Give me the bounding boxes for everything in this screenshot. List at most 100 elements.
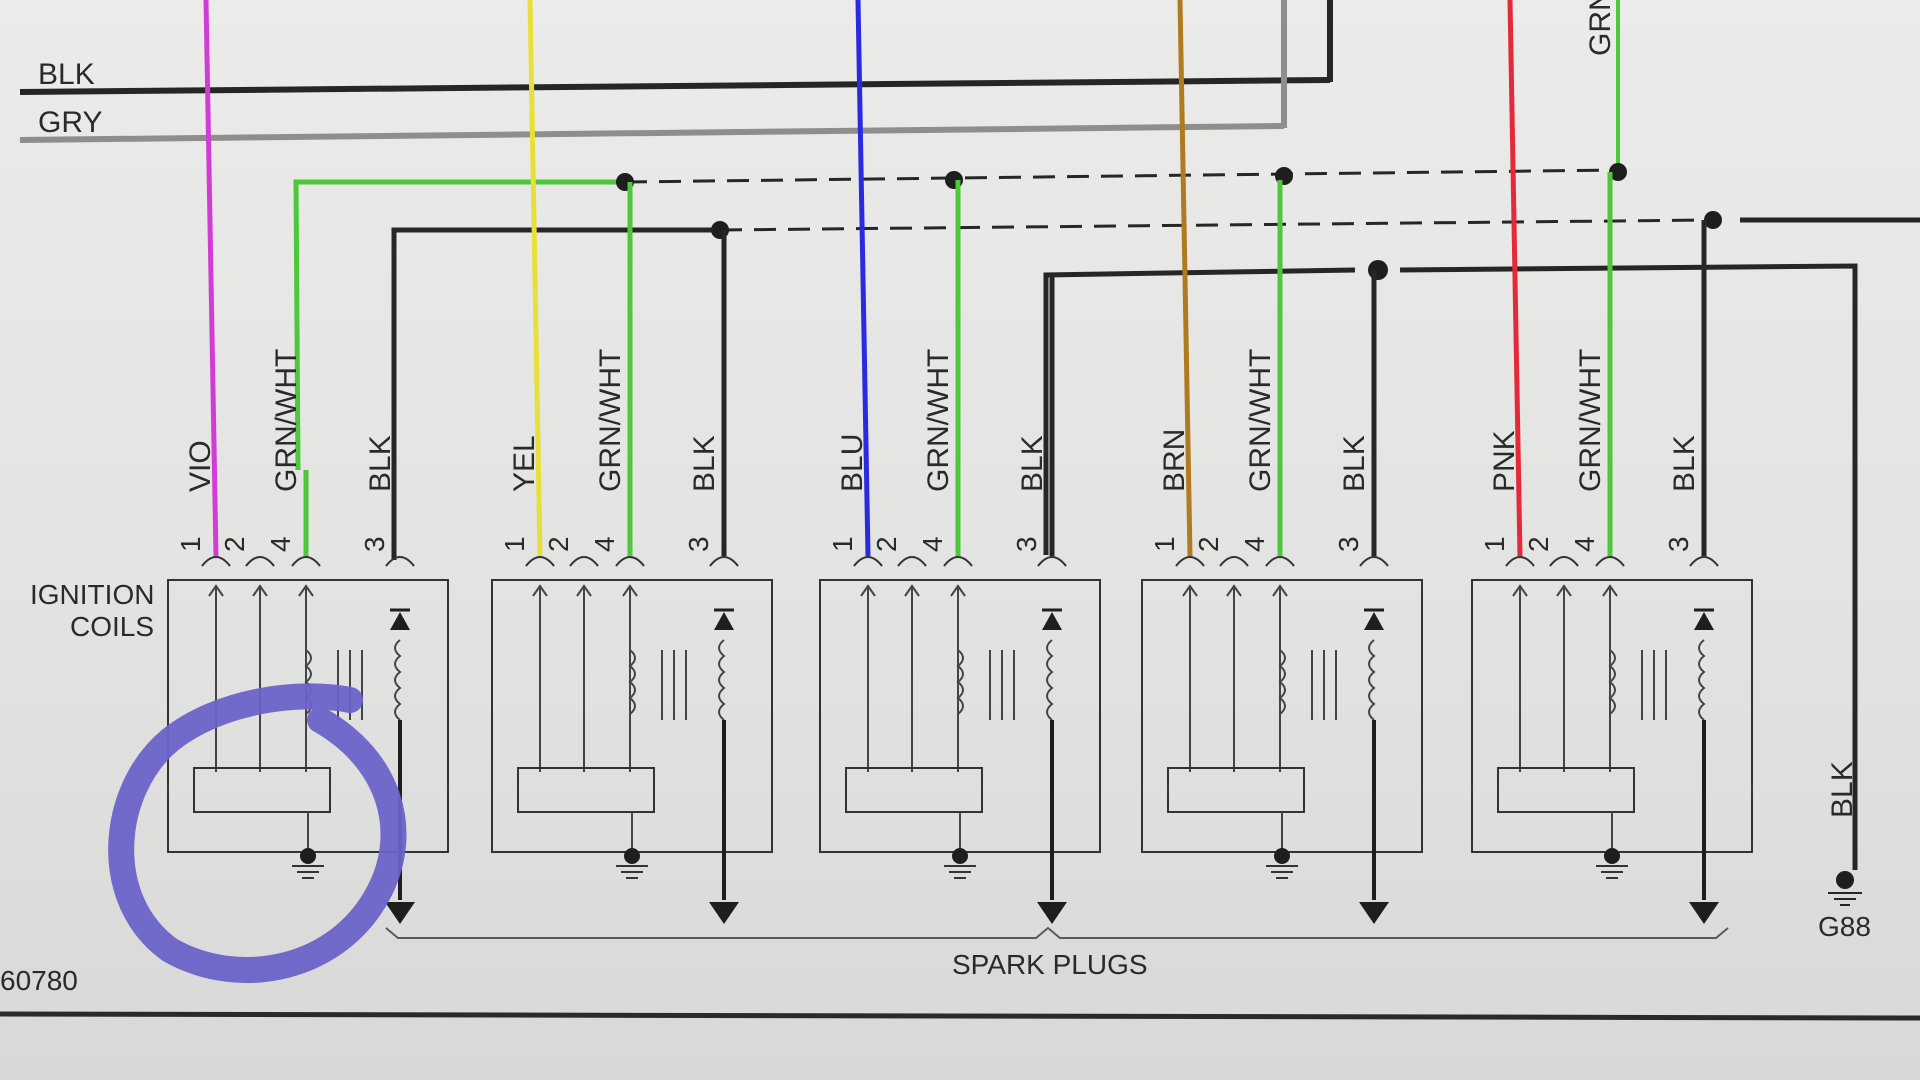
bottom-rule xyxy=(0,1011,1920,1021)
blk-control-feed xyxy=(391,227,720,560)
lead-arrow xyxy=(208,584,224,597)
wire-label-pin3: BLK xyxy=(688,435,721,492)
wire-pin1 xyxy=(1177,0,1193,557)
wire-label-pin1: VIO xyxy=(184,440,217,492)
pin-number: 1 xyxy=(1479,536,1510,552)
connector-pin xyxy=(569,556,599,567)
secondary-winding xyxy=(718,639,726,721)
diode-symbol xyxy=(1042,612,1062,630)
spark-plug-arrow xyxy=(1359,902,1389,924)
ground-dot xyxy=(624,848,640,864)
connector-pin xyxy=(245,556,275,567)
lead-arrow xyxy=(252,584,268,597)
pin-number: 4 xyxy=(1239,536,1270,552)
wire-label-pin4: GRN/WHT xyxy=(594,349,627,492)
connector-pin xyxy=(201,556,231,567)
top-right-grn-label: GRN xyxy=(1584,0,1617,56)
primary-winding xyxy=(956,649,964,715)
wire-label-pin4: GRN/WHT xyxy=(922,349,955,492)
wire-label-pin1: YEL xyxy=(508,435,541,492)
gry-bus-wire xyxy=(19,123,1285,143)
wire-label-pin1: BLU xyxy=(836,434,869,492)
connector-pin xyxy=(1219,556,1249,567)
pin-number: 3 xyxy=(359,536,390,552)
connector-pin xyxy=(1549,556,1579,567)
connector-pin xyxy=(897,556,927,567)
pin-number: 1 xyxy=(827,536,858,552)
wire-pin1 xyxy=(855,0,871,557)
pin-number: 4 xyxy=(917,536,948,552)
lead-arrow xyxy=(904,584,920,597)
junction-dot xyxy=(1609,163,1627,181)
lead-arrow xyxy=(1182,584,1198,597)
connector-pin xyxy=(1175,556,1205,567)
grn-wht-shared-dashed xyxy=(624,168,1619,184)
junction-dots xyxy=(616,163,1722,280)
wire-label-pin4: GRN/WHT xyxy=(1244,349,1277,492)
connector-pin xyxy=(1505,556,1535,567)
lead-arrow xyxy=(532,584,548,597)
pin-number: 1 xyxy=(499,536,530,552)
connector-pin xyxy=(525,556,555,567)
ground-dot xyxy=(1274,848,1290,864)
junction-dot xyxy=(1704,211,1722,229)
ground-dot xyxy=(952,848,968,864)
driver-module xyxy=(845,767,983,813)
g88-ground-dot xyxy=(1836,871,1854,889)
diagram-id: 60780 xyxy=(0,965,78,996)
lead-arrow xyxy=(860,584,876,597)
pin-number: 4 xyxy=(1569,536,1600,552)
wire-pin1 xyxy=(203,0,219,557)
wire-label-pin3: BLK xyxy=(1338,435,1371,492)
blk-return-to-g88 xyxy=(1399,263,1858,870)
wire-pin1 xyxy=(1507,0,1523,557)
primary-winding xyxy=(1608,649,1616,715)
pin-number: 3 xyxy=(1663,536,1694,552)
g88-label: G88 xyxy=(1818,911,1871,942)
connector-pin xyxy=(1595,556,1625,567)
lead-arrow xyxy=(622,584,638,597)
connector-pin xyxy=(709,556,739,567)
pin-number: 2 xyxy=(871,536,902,552)
driver-module xyxy=(1497,767,1635,813)
wire-label-pin4: GRN/WHT xyxy=(1574,349,1607,492)
diode-symbol xyxy=(1694,612,1714,630)
pin-number: 4 xyxy=(265,536,296,552)
spark-plug-arrow xyxy=(385,902,415,924)
bus-label-blk: BLK xyxy=(38,58,95,91)
lead-arrow xyxy=(1556,584,1572,597)
wire-pin1 xyxy=(527,0,543,557)
spark-plug-arrow xyxy=(709,902,739,924)
bus-label-gry: GRY xyxy=(38,106,102,139)
wire-label-pin4: GRN/WHT xyxy=(270,349,303,492)
wire-label-pin1: PNK xyxy=(1488,430,1521,492)
ground-dot xyxy=(1604,848,1620,864)
ignition-label-line1: IGNITION xyxy=(30,579,154,610)
connector-pin xyxy=(291,556,321,567)
secondary-winding xyxy=(394,639,402,721)
wire-label-pin3: BLK xyxy=(364,435,397,492)
diode-symbol xyxy=(1364,612,1384,630)
wire-label-pin3: BLK xyxy=(1016,435,1049,492)
connector-pin xyxy=(853,556,883,567)
pin-number: 3 xyxy=(683,536,714,552)
connector-pin xyxy=(1689,556,1719,567)
secondary-winding xyxy=(1046,639,1054,721)
lead-arrow xyxy=(950,584,966,597)
primary-winding xyxy=(1278,649,1286,715)
secondary-winding xyxy=(1368,639,1376,721)
spark-plug-arrow xyxy=(1689,902,1719,924)
blk-shared-dashed xyxy=(719,218,1713,232)
lead-arrow xyxy=(298,584,314,597)
pin-number: 3 xyxy=(1333,536,1364,552)
annotation-circle xyxy=(108,683,407,983)
secondary-winding xyxy=(1698,639,1706,721)
lead-arrow xyxy=(1512,584,1528,597)
lead-arrow xyxy=(1272,584,1288,597)
